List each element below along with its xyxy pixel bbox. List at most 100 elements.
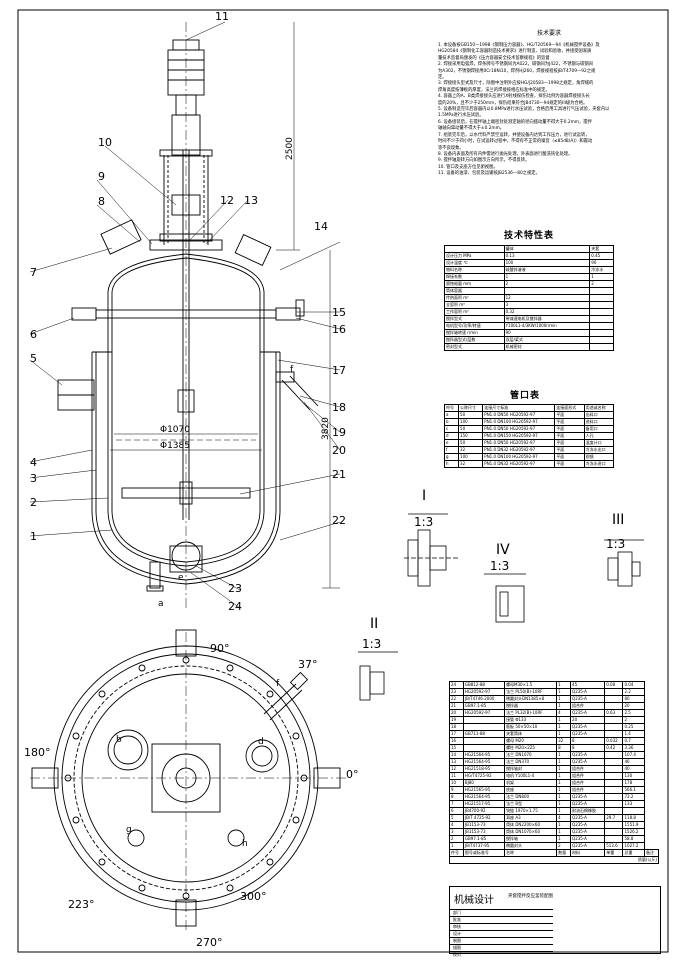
table-cell: 1 <box>556 786 572 794</box>
table-cell: 8 <box>570 737 606 745</box>
table-cell: 32 <box>458 460 484 468</box>
table-cell: Q235-A <box>570 793 606 801</box>
table-cell: 19 <box>449 716 464 724</box>
table-cell: 1 <box>556 779 572 787</box>
table-cell: 32 <box>556 737 572 745</box>
table-row: 物料名称硫酸锌溶液冷冻水 <box>444 266 614 274</box>
table-cell: c <box>443 425 460 433</box>
table-cell: 机械密封 <box>503 343 591 351</box>
table-cell <box>622 807 645 815</box>
table-cell: 100 <box>503 259 591 267</box>
table-cell: 筒体 DN2200×60 <box>504 821 558 829</box>
table-cell: 物料名称 <box>444 266 505 274</box>
table-cell: HG21518-95 <box>462 765 506 773</box>
table-cell: 21 <box>449 702 464 710</box>
table-cell: 组合件 <box>570 702 606 710</box>
leader-lines <box>29 21 341 609</box>
part-labels: 11 10 9 8 12 13 14 7 6 5 15 16 17 18 19 … <box>30 10 346 613</box>
table-cell: Q235-A <box>570 723 606 731</box>
title-block-row: 制图 <box>450 937 553 944</box>
table-cell: 组合件 <box>570 765 606 773</box>
table-cell: 1 <box>556 800 572 808</box>
table-cell <box>604 716 624 724</box>
table-cell: Q235-A <box>570 814 606 822</box>
table-cell: 1 <box>556 702 572 710</box>
table-cell: 传热面积 m² <box>444 294 505 302</box>
plan-nozzle-h: h <box>242 839 248 849</box>
note-line: 5. 设备制造完毕后容器内以0.8MPa进行水压试验，合格后用工具进行气压试验，… <box>438 107 610 113</box>
table-cell: PN1.0 DN100 HG20592-97 <box>482 418 556 426</box>
table-cell: 公称尺寸 <box>458 404 484 412</box>
part-label-8: 8 <box>98 195 105 208</box>
dim-outer-dia: Φ1385 <box>160 441 190 451</box>
table-cell: JB1153-73 <box>462 828 506 836</box>
table-cell: 搅拌轴封 <box>504 765 558 773</box>
table-cell: 法兰 DN370 <box>504 758 558 766</box>
table-cell <box>589 343 614 351</box>
note-line: 11. 设备的油漆、包装及运输按JB2536—80之规定。 <box>438 171 540 177</box>
table-cell <box>589 315 614 323</box>
table-cell: 筋板 50×50×10 <box>504 723 558 731</box>
table-cell: 0.25 <box>622 723 645 731</box>
table-cell: 80 <box>622 695 645 703</box>
table-cell: GB812-88 <box>462 681 506 689</box>
table-cell: 3 <box>503 301 591 309</box>
part-label-15: 15 <box>332 306 346 319</box>
table-cell <box>503 287 591 295</box>
detail-IV-scale: 1:3 <box>490 559 509 573</box>
table-cell: 1 <box>556 723 572 731</box>
detail-view-III <box>604 539 644 587</box>
note-line: 焊角高度按薄板的厚度，法兰的焊接按相应标准中的规定。 <box>438 87 550 93</box>
table-cell <box>589 294 614 302</box>
part-label-14: 14 <box>314 220 328 233</box>
table-cell: GB711-88 <box>462 730 506 738</box>
table-cell: 搅拌型式 <box>444 315 505 323</box>
table-cell: GB97.1-85 <box>462 835 506 843</box>
dim-height-total: 3820 <box>321 417 331 440</box>
note-line: HG20584《钢制化工容器制造技术要求》进行制造、试验和验收，并接受国家质 <box>438 49 592 55</box>
table-cell <box>604 765 624 773</box>
table-cell <box>604 723 624 731</box>
part-label-20: 20 <box>332 444 346 457</box>
table-cell: 50 <box>458 439 484 447</box>
table-cell: Q235-A <box>570 751 606 759</box>
table-cell: 连接尺寸标准 <box>482 404 556 412</box>
title-block-row: 审核 <box>450 923 553 930</box>
table-cell: 1 <box>556 681 572 689</box>
table-cell: 3.36 <box>622 744 645 752</box>
table-cell <box>589 329 614 337</box>
note-line: 量技术监督局颁发的《压力容器安全技术监察规程》的监督 <box>438 55 550 61</box>
nozzle-table-title: 管口表 <box>510 391 541 401</box>
table-cell: 耐油石棉橡胶 <box>570 807 606 815</box>
table-cell: 2.5 <box>622 709 645 717</box>
table-cell: 进料口 <box>583 418 615 426</box>
table-cell: PN1.0 DN150 HG20592-97 <box>482 432 556 440</box>
detail-III-id: III <box>612 512 624 528</box>
table-cell: 筒体 DN1070×60 <box>504 828 558 836</box>
plan-nozzle-d: d <box>258 737 264 747</box>
table-cell: 1 <box>556 688 572 696</box>
table-cell: 12 <box>503 294 591 302</box>
table-cell: 工作容积 m³ <box>444 308 505 316</box>
part-label-2: 2 <box>30 496 37 509</box>
table-cell: 1 <box>556 730 572 738</box>
table-cell: h <box>443 460 460 468</box>
table-cell: 0.04 <box>622 681 645 689</box>
plan-nozzle-b: b <box>116 735 122 745</box>
table-cell: 全容积 m³ <box>444 301 505 309</box>
table-cell: 设计压力 MPa <box>444 252 505 260</box>
angle-0: 0° <box>346 768 359 781</box>
table-cell: JB/T4737-95 <box>462 842 506 850</box>
table-cell: 搅拌轴转速 r/min <box>444 329 505 337</box>
table-cell: 0.32 <box>503 308 591 316</box>
